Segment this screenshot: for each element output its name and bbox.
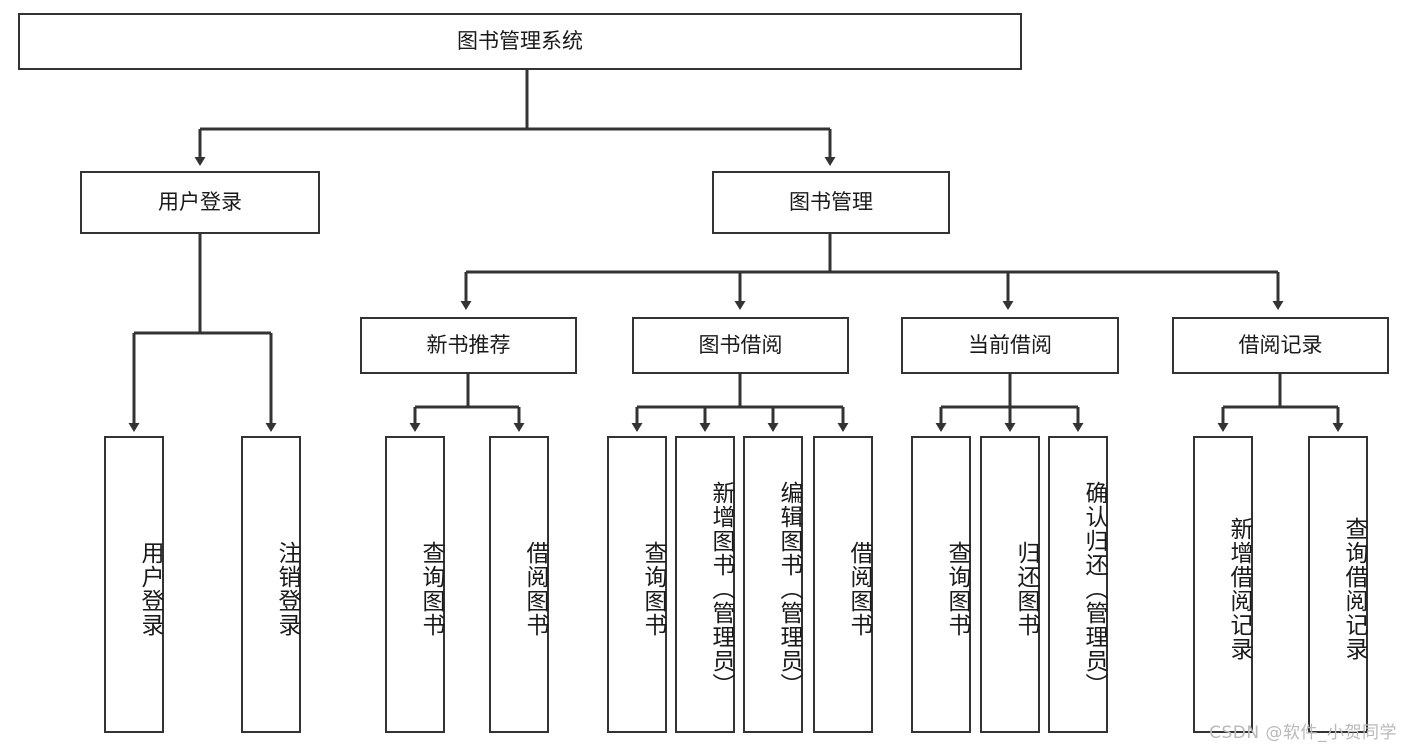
node-borrow-record-label: 借阅记录 bbox=[1238, 332, 1323, 357]
node-book-borrow[interactable]: 图书借阅 bbox=[632, 317, 849, 374]
node-user-login-label: 用户登录 bbox=[158, 189, 242, 214]
node-current-borrow-label: 当前借阅 bbox=[968, 332, 1052, 357]
node-book-management-label: 图书管理 bbox=[789, 189, 873, 214]
leaf-current-query-book[interactable]: 查询图书 bbox=[911, 436, 971, 733]
node-current-borrow[interactable]: 当前借阅 bbox=[901, 317, 1119, 374]
leaf-label: 新增借阅记录 bbox=[1226, 516, 1252, 661]
leaf-label: 查询借阅记录 bbox=[1341, 516, 1367, 661]
leaf-new-book-query[interactable]: 查询图书 bbox=[385, 436, 445, 733]
leaf-label: 新增图书（管理员） bbox=[708, 480, 734, 697]
leaf-new-book-borrow[interactable]: 借阅图书 bbox=[489, 436, 549, 733]
leaf-user-login-signin[interactable]: 用户登录 bbox=[104, 436, 164, 733]
leaf-record-add-record[interactable]: 新增借阅记录 bbox=[1193, 436, 1253, 733]
leaf-label: 查询图书 bbox=[418, 540, 444, 637]
watermark: CSDN @软件_小贺同学 bbox=[1209, 723, 1397, 743]
leaf-label: 查询图书 bbox=[640, 540, 666, 637]
leaf-current-confirm-return-admin[interactable]: 确认归还（管理员） bbox=[1048, 436, 1108, 733]
leaf-borrow-add-book-admin[interactable]: 新增图书（管理员） bbox=[675, 436, 735, 733]
leaf-label: 归还图书 bbox=[1013, 540, 1039, 637]
leaf-label: 借阅图书 bbox=[846, 540, 872, 637]
node-root[interactable]: 图书管理系统 bbox=[18, 13, 1022, 70]
node-new-book-recommend[interactable]: 新书推荐 bbox=[360, 317, 577, 374]
leaf-record-query-record[interactable]: 查询借阅记录 bbox=[1308, 436, 1368, 733]
leaf-label: 借阅图书 bbox=[522, 540, 548, 637]
node-new-book-recommend-label: 新书推荐 bbox=[426, 332, 511, 357]
leaf-label: 确认归还（管理员） bbox=[1081, 480, 1107, 697]
leaf-label: 编辑图书（管理员） bbox=[776, 480, 802, 697]
leaf-borrow-borrow-book[interactable]: 借阅图书 bbox=[813, 436, 873, 733]
leaf-current-return-book[interactable]: 归还图书 bbox=[980, 436, 1040, 733]
leaf-borrow-query-book[interactable]: 查询图书 bbox=[607, 436, 667, 733]
node-borrow-record[interactable]: 借阅记录 bbox=[1172, 317, 1389, 374]
node-user-login[interactable]: 用户登录 bbox=[80, 171, 320, 234]
node-book-borrow-label: 图书借阅 bbox=[698, 332, 783, 357]
leaf-user-login-signout[interactable]: 注销登录 bbox=[241, 436, 301, 733]
leaf-label: 查询图书 bbox=[944, 540, 970, 637]
node-book-management[interactable]: 图书管理 bbox=[712, 171, 950, 234]
node-root-label: 图书管理系统 bbox=[457, 28, 583, 53]
leaf-borrow-edit-book-admin[interactable]: 编辑图书（管理员） bbox=[743, 436, 803, 733]
leaf-label: 用户登录 bbox=[137, 540, 163, 637]
leaf-label: 注销登录 bbox=[274, 540, 300, 637]
